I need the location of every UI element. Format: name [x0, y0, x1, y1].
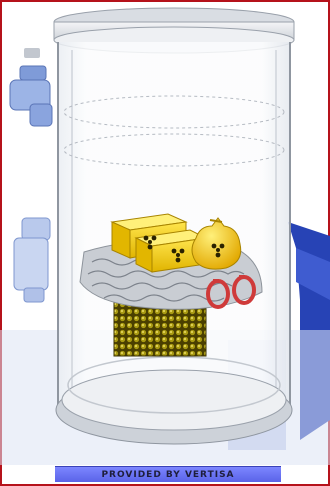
- footer-banner: PROVIDED BY VERTISA: [55, 466, 281, 482]
- valve-icon: [10, 48, 52, 126]
- gauge-icon: [14, 218, 50, 302]
- footer-text: PROVIDED BY VERTISA: [101, 470, 234, 480]
